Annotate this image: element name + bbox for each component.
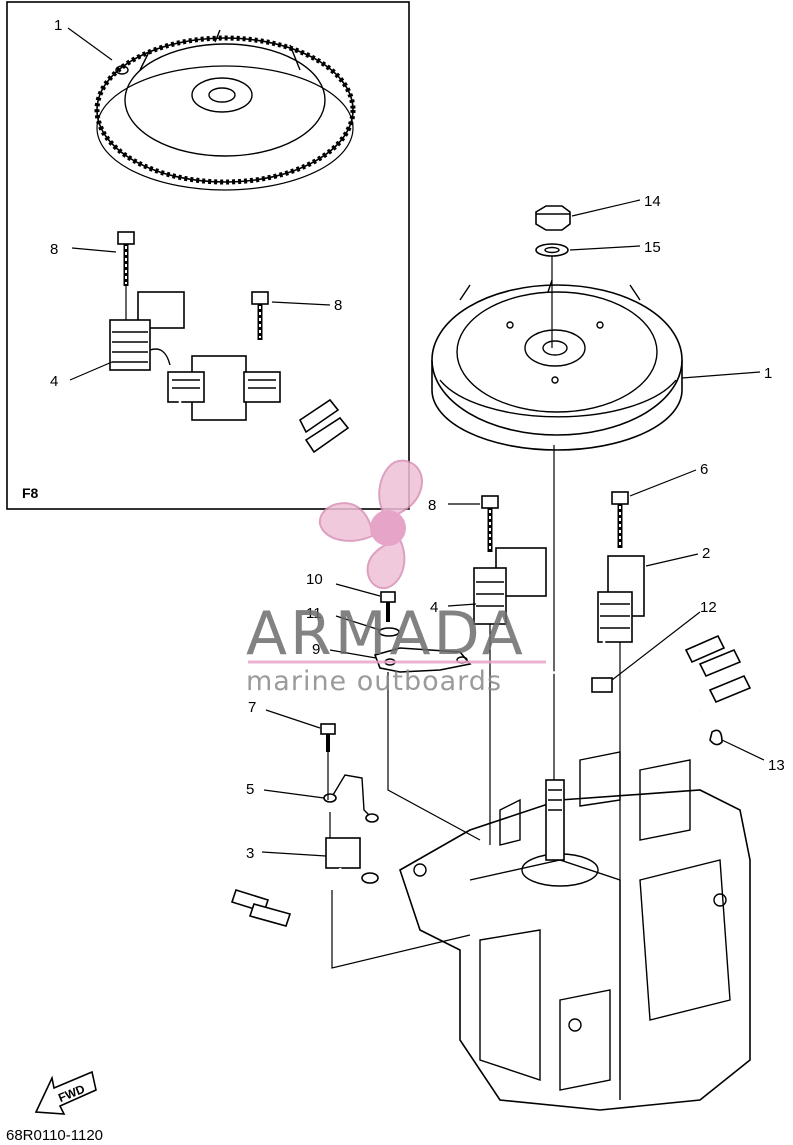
bolt-6 [611, 491, 629, 548]
callout-bolt-7: 7 [248, 699, 256, 716]
inset-callout-bolt-top: 8 [50, 241, 58, 258]
callout-washer: 15 [644, 239, 661, 256]
bolt-7 [320, 723, 336, 752]
wire-harness [506, 627, 752, 742]
washer-11 [378, 627, 400, 637]
callout-bracket-9: 9 [312, 641, 320, 658]
charge-coil [597, 555, 645, 643]
callout-clamp-5: 5 [246, 781, 254, 798]
inset-callout-coil: 4 [50, 373, 58, 390]
callout-pulser-coil: 4 [430, 599, 438, 616]
powerhead-block [399, 751, 751, 1111]
bolt-10 [380, 591, 396, 622]
watermark-brand: ARMADA [246, 599, 526, 669]
callout-bolt-6: 6 [700, 461, 708, 478]
bracket-9 [373, 647, 472, 673]
inset-callout-flywheel: 1 [54, 17, 62, 34]
callout-flywheel: 1 [764, 365, 772, 382]
flywheel-nut [535, 205, 571, 231]
fwd-arrow-icon: FWD [34, 1070, 97, 1115]
pulser-coil [473, 547, 547, 625]
clamp-12 [591, 677, 613, 693]
inset-panel: 1 8 8 4 F8 [6, 1, 410, 510]
watermark-logo: ARMADA marine outboards [246, 459, 546, 697]
callout-washer-11: 11 [306, 605, 322, 622]
inset-pulser-coil [109, 291, 185, 371]
woodruff-key [709, 729, 723, 746]
flywheel-washer [535, 243, 569, 257]
inset-wire-harness [149, 348, 350, 482]
rectifier-3 [230, 837, 379, 937]
watermark-tagline: marine outboards [246, 666, 502, 697]
clamp-5 [323, 774, 379, 823]
bolt-8 [481, 495, 499, 552]
propeller-icon [318, 459, 423, 590]
callout-bolt-8: 8 [428, 497, 436, 514]
flywheel [431, 279, 683, 451]
callout-key-13: 13 [768, 757, 785, 774]
inset-flywheel [94, 29, 356, 191]
inset-tag: F8 [22, 485, 39, 501]
inset-callout-bolt-right: 8 [334, 297, 342, 314]
inset-bolt-top [117, 231, 135, 286]
part-code: 68R0110-1120 [6, 1127, 103, 1144]
inset-bolt-right [251, 291, 269, 340]
callout-charge-coil: 2 [702, 545, 710, 562]
callout-bolt-10: 10 [306, 571, 323, 588]
callout-nut: 14 [644, 193, 661, 210]
inset-charge-coil [167, 355, 281, 421]
callout-rectifier-3: 3 [246, 845, 254, 862]
callout-clamp-12: 12 [700, 599, 717, 616]
